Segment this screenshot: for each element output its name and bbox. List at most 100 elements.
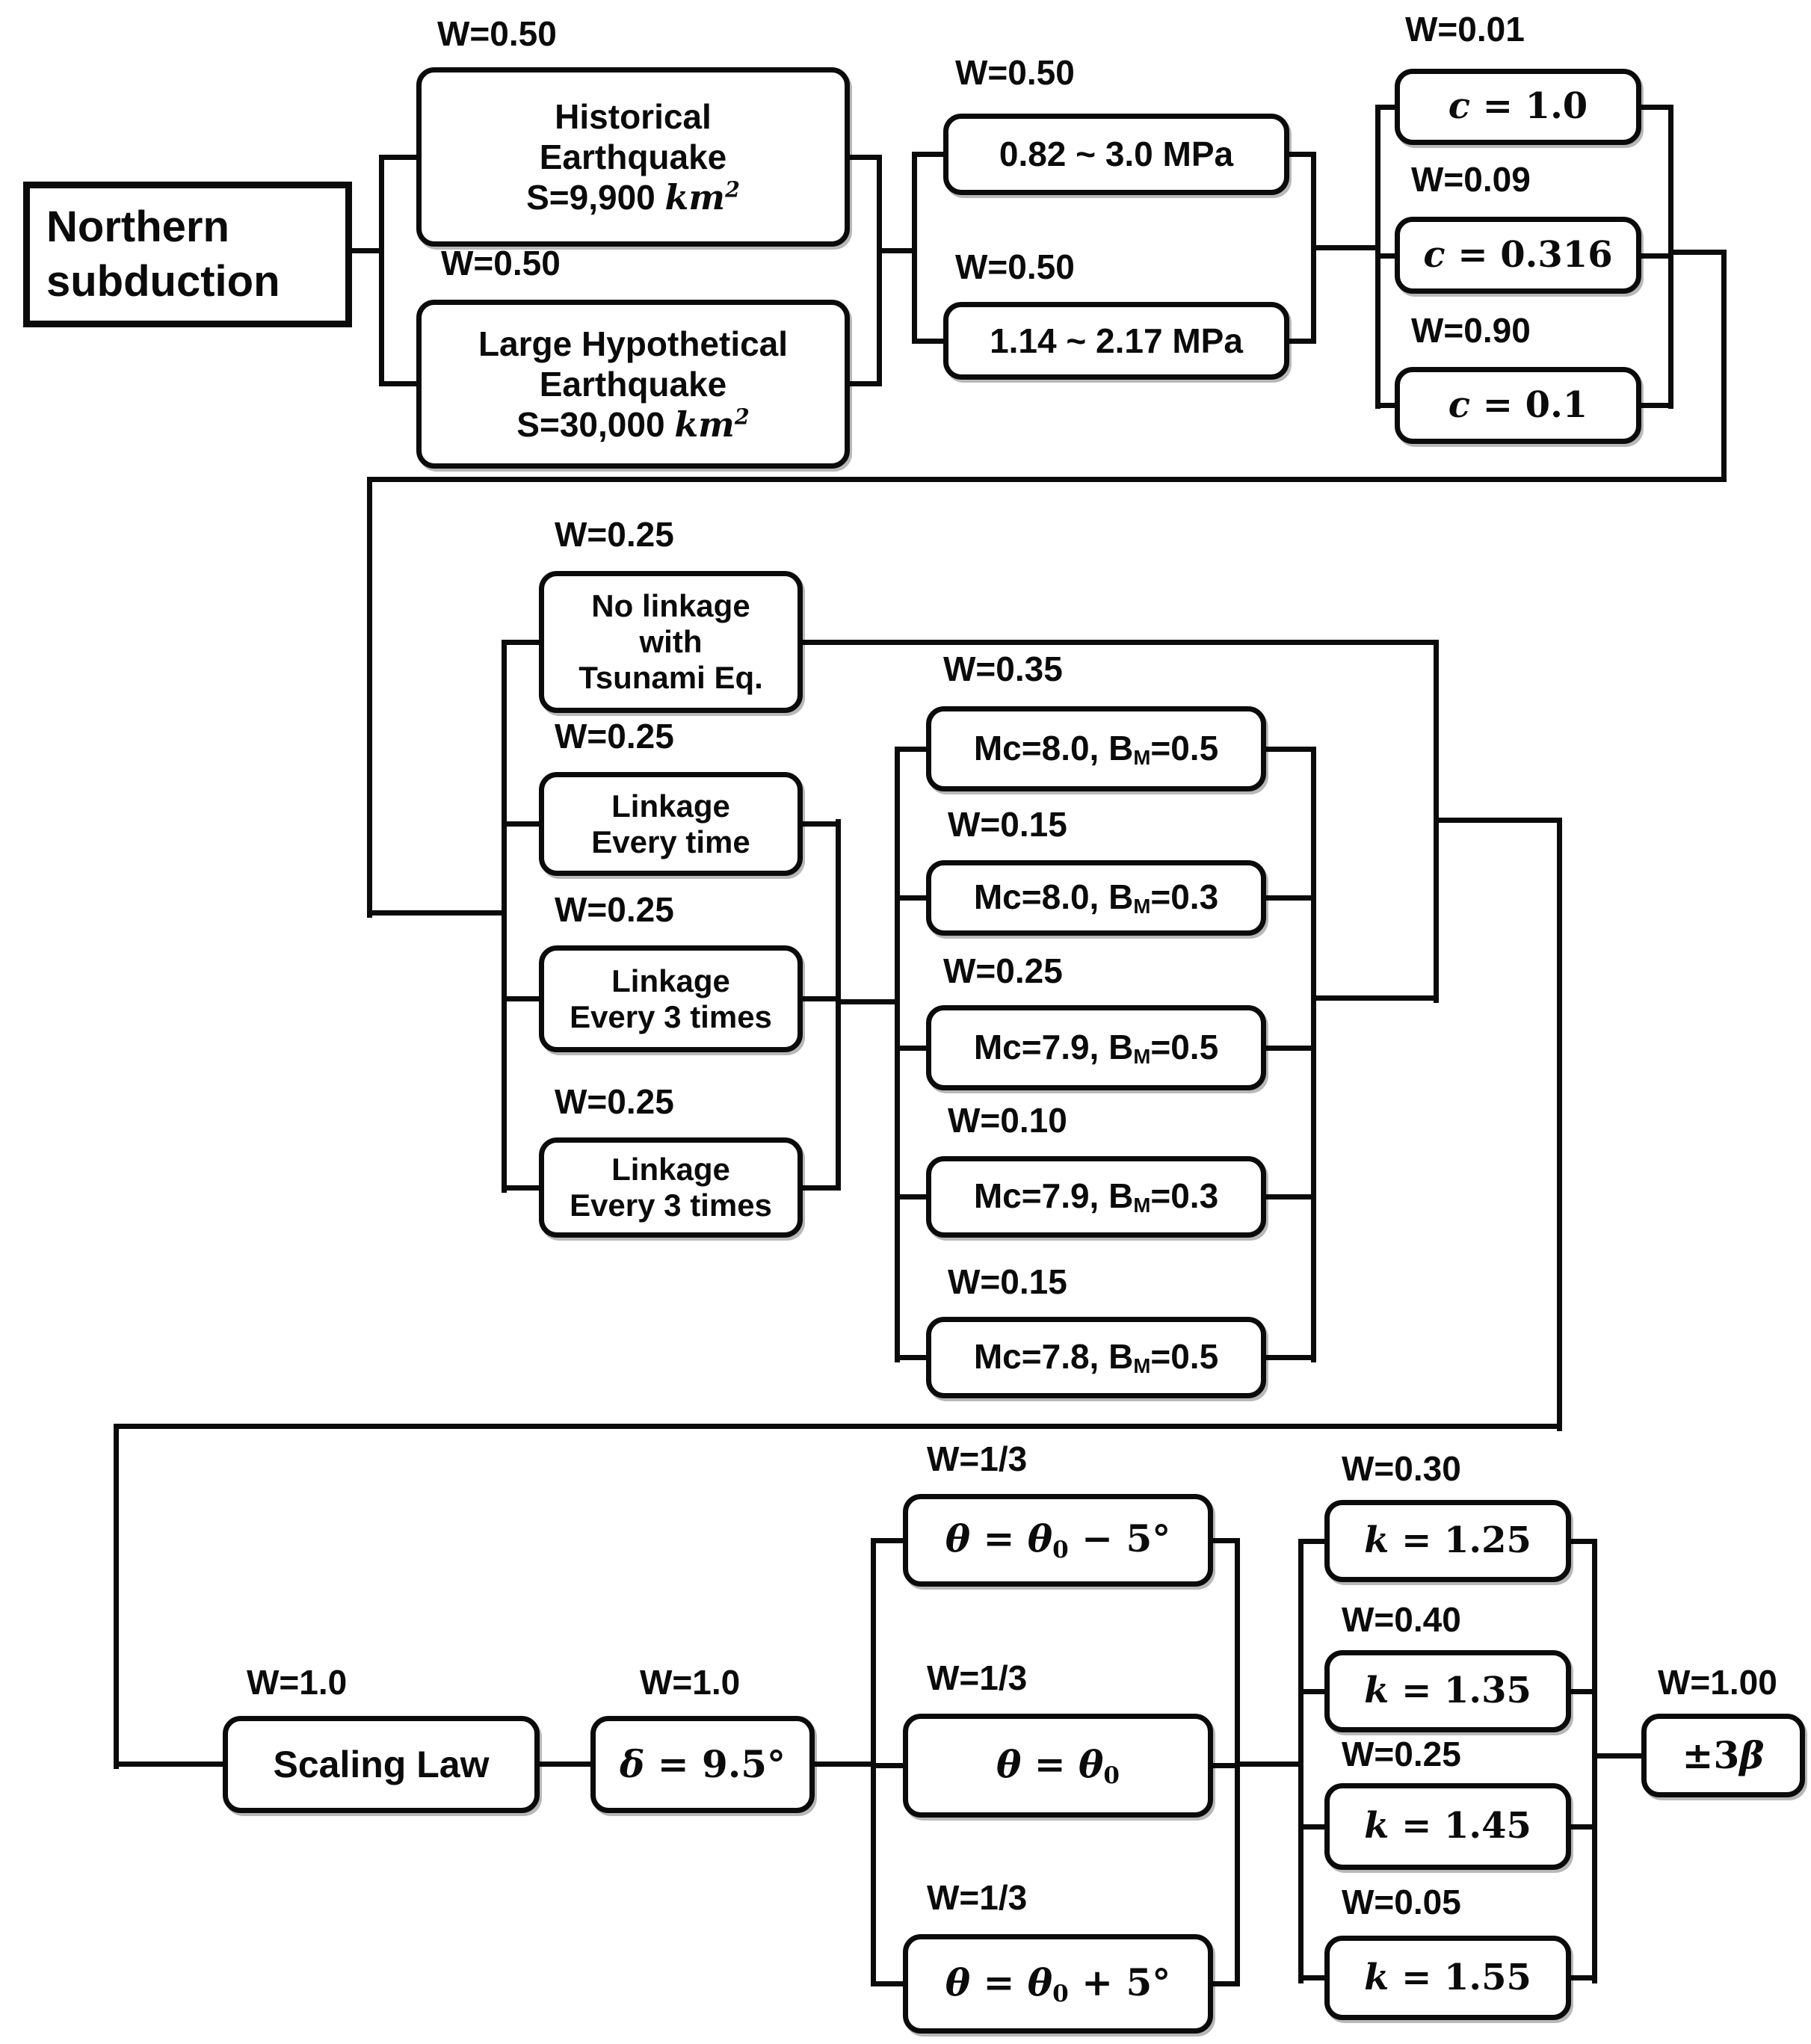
connector-h — [1639, 253, 1673, 259]
node-area-value: S=30,000 km2 — [516, 404, 750, 445]
connector-h — [871, 1981, 905, 1986]
node-label: Linkage — [611, 788, 730, 824]
connector-v — [836, 819, 841, 1191]
connector-h — [800, 821, 841, 827]
weight-label: W=0.25 — [555, 890, 674, 929]
connector-h — [367, 910, 507, 916]
node-label: k = 1.35 — [1364, 1670, 1531, 1712]
connector-h — [1264, 1046, 1316, 1051]
weight-label: W=0.05 — [1342, 1883, 1461, 1921]
node-k-3: k = 1.45 — [1324, 1783, 1571, 1870]
connector-v — [1721, 250, 1727, 482]
connector-h — [1569, 1689, 1597, 1694]
node-k-1: k = 1.25 — [1324, 1500, 1571, 1582]
connector-h — [877, 248, 917, 253]
connector-h — [348, 248, 384, 253]
weight-label: W=0.25 — [555, 717, 674, 756]
connector-h — [1235, 1762, 1304, 1767]
node-label: Mc=8.0, BM=0.3 — [973, 877, 1219, 918]
weight-label: W=1/3 — [927, 1658, 1028, 1697]
node-c-2: c = 0.316 — [1395, 217, 1641, 294]
node-plus-minus-3-beta: ±3β — [1641, 1714, 1805, 1797]
node-label: Linkage — [611, 963, 730, 998]
node-label: θ = θ0 − 5° — [945, 1516, 1171, 1564]
connector-h — [800, 996, 841, 1001]
connector-h — [895, 1194, 928, 1199]
connector-h — [871, 1538, 905, 1543]
node-label: Mc=7.9, BM=0.5 — [973, 1027, 1219, 1068]
connector-h — [114, 1424, 1562, 1429]
connector-v — [871, 1538, 876, 1986]
connector-h — [1286, 339, 1316, 344]
node-label: ±3β — [1682, 1733, 1765, 1777]
node-dip-angle: δ = 9.5° — [590, 1716, 815, 1813]
connector-h — [1311, 995, 1439, 1001]
connector-v — [367, 477, 372, 918]
connector-v — [912, 152, 917, 344]
connector-h — [1298, 1539, 1327, 1544]
node-label: θ = θ0 — [996, 1741, 1120, 1789]
connector-h — [1211, 1763, 1240, 1768]
node-label: Large Hypothetical — [478, 324, 789, 363]
node-label: Earthquake — [539, 364, 727, 404]
weight-label: W=0.35 — [943, 649, 1063, 688]
node-mc-4: Mc=7.9, BM=0.3 — [926, 1156, 1266, 1238]
connector-h — [1211, 1981, 1240, 1986]
connector-h — [1569, 1975, 1597, 1980]
node-label: Tsunami Eq. — [579, 659, 763, 695]
node-label: c = 0.1 — [1448, 383, 1588, 426]
connector-h — [836, 999, 900, 1004]
connector-h — [1298, 1975, 1327, 1980]
connector-v — [1557, 818, 1562, 1431]
weight-label: W=1.0 — [247, 1663, 348, 1702]
node-k-4: k = 1.55 — [1324, 1936, 1571, 2020]
node-northern-subduction: Northern subduction — [23, 182, 352, 327]
weight-label: W=0.25 — [555, 515, 674, 554]
connector-h — [1298, 1824, 1327, 1830]
node-label: Every 3 times — [570, 998, 772, 1034]
node-c-3: c = 0.1 — [1395, 367, 1641, 444]
connector-v — [1592, 1539, 1597, 1983]
connector-h — [912, 152, 945, 157]
node-label: c = 0.316 — [1423, 233, 1613, 276]
node-label: Earthquake — [539, 137, 727, 176]
connector-h — [1264, 1355, 1316, 1360]
node-stress-range-1: 0.82 ~ 3.0 MPa — [943, 114, 1289, 195]
node-historical-earthquake: Historical Earthquake S=9,900 km2 — [416, 67, 850, 247]
node-theta-minus-5: θ = θ0 − 5° — [903, 1494, 1213, 1587]
node-k-2: k = 1.35 — [1324, 1650, 1571, 1732]
node-mc-1: Mc=8.0, BM=0.5 — [926, 706, 1266, 791]
connector-h — [379, 381, 416, 386]
connector-h — [1264, 1194, 1316, 1199]
weight-label: W=1.00 — [1658, 1663, 1777, 1702]
weight-label: W=0.40 — [1342, 1600, 1461, 1639]
connector-h — [502, 996, 541, 1001]
connector-h — [1264, 747, 1316, 752]
weight-label: W=0.50 — [955, 53, 1075, 92]
node-mc-3: Mc=7.9, BM=0.5 — [926, 1005, 1266, 1090]
node-linkage-every-3-times-1: Linkage Every 3 times — [539, 945, 803, 1052]
node-large-hypothetical-earthquake: Large Hypothetical Earthquake S=30,000 k… — [416, 300, 850, 469]
node-label: Scaling Law — [273, 1743, 490, 1785]
connector-v — [877, 155, 882, 386]
connector-h — [1375, 105, 1397, 110]
connector-h — [367, 477, 1727, 482]
node-c-1: c = 1.0 — [1395, 69, 1641, 145]
node-mc-2: Mc=8.0, BM=0.3 — [926, 860, 1266, 936]
node-label: Mc=7.9, BM=0.3 — [973, 1176, 1219, 1217]
node-label: Linkage — [611, 1152, 730, 1188]
connector-h — [1639, 105, 1673, 110]
connector-h — [502, 640, 541, 645]
weight-label: W=0.50 — [437, 14, 557, 53]
connector-h — [846, 155, 882, 160]
node-linkage-every-time: Linkage Every time — [539, 772, 803, 876]
weight-label: W=0.10 — [948, 1101, 1067, 1140]
connector-v — [114, 1424, 119, 1769]
node-no-linkage: No linkage with Tsunami Eq. — [539, 571, 803, 713]
connector-h — [379, 155, 416, 160]
connector-h — [114, 1762, 223, 1767]
weight-label: W=1.0 — [640, 1663, 741, 1702]
node-label: No linkage — [591, 588, 750, 624]
connector-h — [1375, 253, 1397, 259]
node-mc-5: Mc=7.8, BM=0.5 — [926, 1317, 1266, 1398]
